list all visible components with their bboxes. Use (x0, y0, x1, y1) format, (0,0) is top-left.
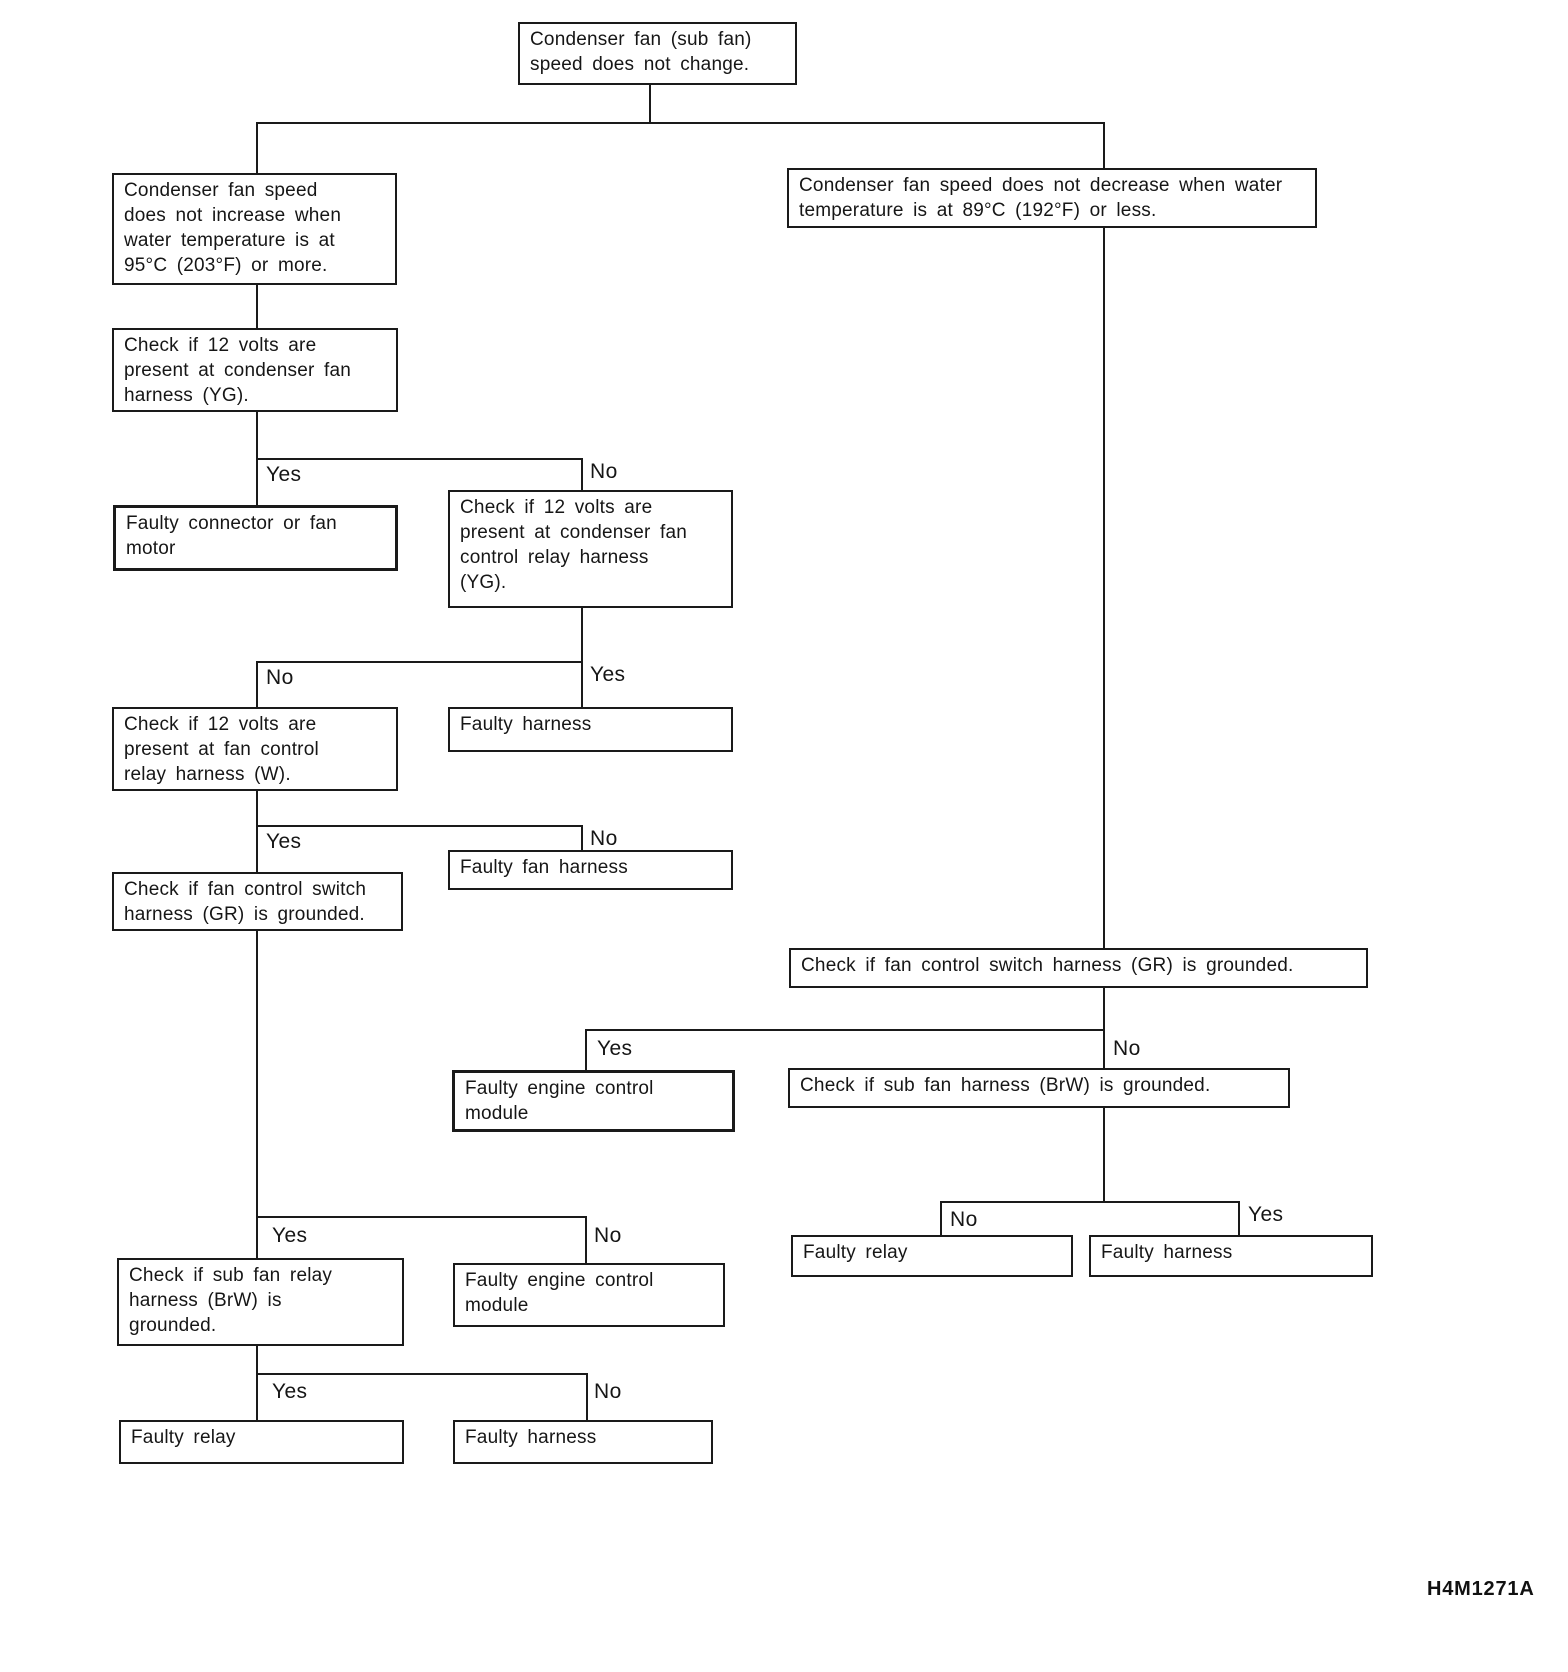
branch-label-yes: Yes (1248, 1203, 1284, 1226)
connector (1103, 988, 1105, 1029)
node-check-12v-fan-control-relay-harness: Check if 12 volts are present at fan con… (112, 707, 398, 791)
node-faulty-relay-right: Faulty relay (791, 1235, 1073, 1277)
connector-left-branch-drop (256, 122, 258, 173)
connector-split2-no (256, 661, 258, 707)
connector-split5-bus (256, 1216, 587, 1218)
connector-split4-yes (585, 1029, 587, 1070)
node-cond-no-increase: Condenser fan speed does not increase wh… (112, 173, 397, 285)
connector-split7-yes (256, 1373, 258, 1420)
branch-label-no: No (1113, 1037, 1141, 1060)
connector-split2-yes (581, 661, 583, 707)
node-check-sub-fan-relay-harness: Check if sub fan relay harness (BrW) is … (117, 1258, 404, 1346)
node-check-sub-fan-harness: Check if sub fan harness (BrW) is ground… (788, 1068, 1290, 1108)
connector-split6-bus (940, 1201, 1240, 1203)
node-faulty-connector-or-fan-motor: Faulty connector or fan motor (113, 505, 398, 571)
branch-label-yes: Yes (272, 1224, 308, 1247)
node-faulty-harness-right: Faulty harness (1089, 1235, 1373, 1277)
connector-split7-no (586, 1373, 588, 1420)
branch-label-no: No (594, 1380, 622, 1403)
node-faulty-engine-control-module-lower: Faulty engine control module (453, 1263, 725, 1327)
branch-label-no: No (950, 1208, 978, 1231)
connector-split5-no (585, 1216, 587, 1263)
node-faulty-harness-left: Faulty harness (453, 1420, 713, 1464)
connector-split7-bus (256, 1373, 588, 1375)
connector-split6-no (940, 1201, 942, 1235)
connector (1103, 1108, 1105, 1201)
figure-id: H4M1271A (1427, 1578, 1535, 1600)
branch-label-yes: Yes (266, 830, 302, 853)
connector (256, 1346, 258, 1373)
branch-label-yes: Yes (266, 463, 302, 486)
branch-label-no: No (266, 666, 294, 689)
connector-right-long-drop (1103, 228, 1105, 948)
branch-label-yes: Yes (590, 663, 626, 686)
connector (581, 608, 583, 661)
connector-split4-no (1103, 1029, 1105, 1068)
connector-split3-bus (256, 825, 583, 827)
connector (256, 404, 258, 458)
connector-split4-bus (585, 1029, 1105, 1031)
node-check-fan-control-switch-harness-left: Check if fan control switch harness (GR)… (112, 872, 403, 931)
connector-split6-yes (1238, 1201, 1240, 1235)
connector-split5-yes (256, 1216, 258, 1258)
connector-split1-no (581, 458, 583, 490)
node-check-12v-condenser-fan-control-relay-harness: Check if 12 volts are present at condens… (448, 490, 733, 608)
node-check-12v-condenser-fan-harness: Check if 12 volts are present at condens… (112, 328, 398, 412)
node-faulty-harness-mid: Faulty harness (448, 707, 733, 752)
connector-split2-bus (256, 661, 583, 663)
node-faulty-engine-control-module-upper: Faulty engine control module (452, 1070, 735, 1132)
branch-label-yes: Yes (272, 1380, 308, 1403)
node-faulty-relay-left: Faulty relay (119, 1420, 404, 1464)
connector-split1-bus (256, 458, 583, 460)
node-faulty-fan-harness: Faulty fan harness (448, 850, 733, 890)
node-cond-no-decrease: Condenser fan speed does not decrease wh… (787, 168, 1317, 228)
connector-right-branch-drop (1103, 122, 1105, 168)
connector-root-drop (649, 85, 651, 122)
branch-label-no: No (590, 460, 618, 483)
connector-split3-yes (256, 825, 258, 872)
connector (256, 782, 258, 825)
branch-label-no: No (594, 1224, 622, 1247)
node-root: Condenser fan (sub fan) speed does not c… (518, 22, 797, 85)
connector-split3-no (581, 825, 583, 850)
connector-top-bus (256, 122, 1105, 124)
branch-label-no: No (590, 827, 618, 850)
node-check-fan-control-switch-harness-right: Check if fan control switch harness (GR)… (789, 948, 1368, 988)
connector-split1-yes (256, 458, 258, 505)
connector (256, 285, 258, 328)
connector-left-long-drop (256, 930, 258, 1216)
branch-label-yes: Yes (597, 1037, 633, 1060)
